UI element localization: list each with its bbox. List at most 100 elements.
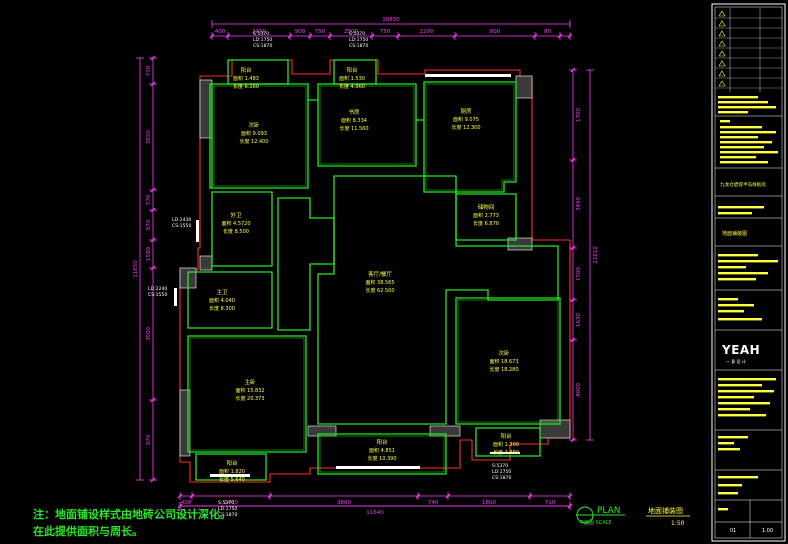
- project-name: 九龙仓碧堤半岛样板房: [720, 181, 766, 188]
- room-name: 主卫: [216, 288, 228, 296]
- dimension-value: 3650: [146, 130, 152, 144]
- room-area: 面积 9.075: [453, 116, 479, 123]
- sheet-number: 01: [730, 528, 736, 534]
- revision-triangle-icon: [718, 10, 726, 17]
- window-tag-line: LD:1750: [492, 469, 511, 475]
- room-name: 客厅/餐厅: [368, 270, 392, 278]
- room-name: 储物间: [478, 203, 495, 211]
- revision-table: [715, 10, 782, 89]
- company-logo: YEAH: [721, 343, 760, 357]
- window-tag-line: S:5370: [253, 31, 269, 37]
- room-perimeter: 长度 6.870: [473, 220, 499, 227]
- window-tag-line: LD:1750: [218, 506, 237, 512]
- window-tag-line: CS:1870: [253, 43, 272, 49]
- room-name: 阳台: [226, 459, 238, 467]
- dimension-value: 400: [181, 500, 192, 506]
- room-perimeter: 长度 4.880: [493, 449, 519, 456]
- dimension-value: 80: [544, 29, 551, 35]
- company-logo-subtitle: 一 意 设 计: [726, 358, 746, 364]
- dimension-value: 1800: [482, 500, 496, 506]
- dimension-value: 4000: [576, 383, 582, 397]
- window-tags: S:5370LD:1750CS:1870S:5370LD:1750CS:1870…: [148, 31, 511, 518]
- room-perimeter: 长度 20.373: [235, 395, 264, 402]
- note-line-1: 注：地面铺设样式由地砖公司设计深化。: [33, 508, 231, 521]
- room-name: 阳台: [240, 66, 252, 74]
- room-area: 面积 4.5720: [221, 220, 250, 227]
- dimension-value: 970: [146, 434, 152, 445]
- drawing-name: 地面铺装图: [648, 506, 683, 515]
- window-tag-line: CS:1870: [218, 512, 237, 518]
- building-outline: [179, 59, 571, 483]
- dimension-lines: [136, 20, 594, 510]
- dimension-value: 3490: [576, 197, 582, 211]
- dimension-value: 1630: [576, 313, 582, 327]
- room-perimeter: 长度 6.160: [233, 83, 259, 90]
- dimension-value: 870: [146, 219, 152, 230]
- revision-triangle-icon: [718, 20, 726, 27]
- room-name: 阳台: [500, 432, 512, 440]
- dimension-value: 750: [315, 29, 326, 35]
- window-tag-line: LD:2430: [172, 217, 191, 223]
- room-name: 阳台: [346, 66, 358, 74]
- room-area: 面积 1.300: [493, 441, 519, 448]
- plan-title: PLAN: [597, 506, 621, 516]
- dimension-value: 770: [146, 65, 152, 76]
- window-tag-line: LD:2240: [148, 286, 167, 292]
- room-name: 主卧: [244, 378, 256, 386]
- dimension-value: 800: [490, 29, 501, 35]
- room-area: 面积 2.773: [473, 212, 499, 219]
- room-area: 面积 38.565: [365, 279, 394, 286]
- plan-label: PLAN 平面图 SCALE 地面铺装图 1:50: [576, 506, 690, 527]
- dimension-value: 750: [380, 29, 391, 35]
- room-area: 面积 8.334: [341, 117, 367, 124]
- room-name: 外卫: [230, 211, 242, 219]
- room-area: 面积 4.851: [369, 447, 395, 454]
- dimension-value: 400: [215, 29, 226, 35]
- dimension-value: 740: [428, 500, 439, 506]
- dimension-value: 3800: [337, 500, 351, 506]
- revision-triangle-icon: [718, 50, 726, 57]
- room-name: 阳台: [376, 438, 388, 446]
- room-perimeter: 长度 18.280: [489, 366, 518, 373]
- room-perimeter: 长度 8.500: [223, 228, 249, 235]
- revision-triangle-icon: [718, 70, 726, 77]
- wall-inner-lines: [189, 83, 559, 473]
- room-area: 面积 15.832: [235, 387, 264, 394]
- dimension-value: 1700: [576, 108, 582, 122]
- dimension-value: 1400: [224, 500, 238, 506]
- window-tag-line: LD:1750: [349, 37, 368, 43]
- room-area: 面积 1.820: [219, 468, 245, 475]
- title-block-text-bars: [718, 96, 778, 511]
- room-perimeter: 长度 4.960: [339, 83, 365, 90]
- dimension-value: 2500: [344, 29, 358, 35]
- room-perimeter: 长度 5.640: [219, 476, 245, 483]
- window-tag-line: CS:1550: [172, 223, 191, 229]
- room-area: 面积 9.093: [241, 130, 267, 137]
- dimension-overall: 10830: [382, 17, 400, 23]
- dimension-value: 1500: [576, 267, 582, 281]
- window-tag-line: CS:1550: [148, 292, 167, 298]
- room-perimeter: 长度 8.300: [209, 305, 235, 312]
- dimension-overall: 11610: [593, 246, 599, 264]
- dimension-value: 3500: [146, 327, 152, 341]
- title-block: 九龙仓碧堤半岛样板房 地面铺装图 YEAH 一 意 设 计 01 1.00: [711, 3, 786, 542]
- room-walls: [187, 59, 561, 481]
- room-area: 面积 18.673: [489, 358, 518, 365]
